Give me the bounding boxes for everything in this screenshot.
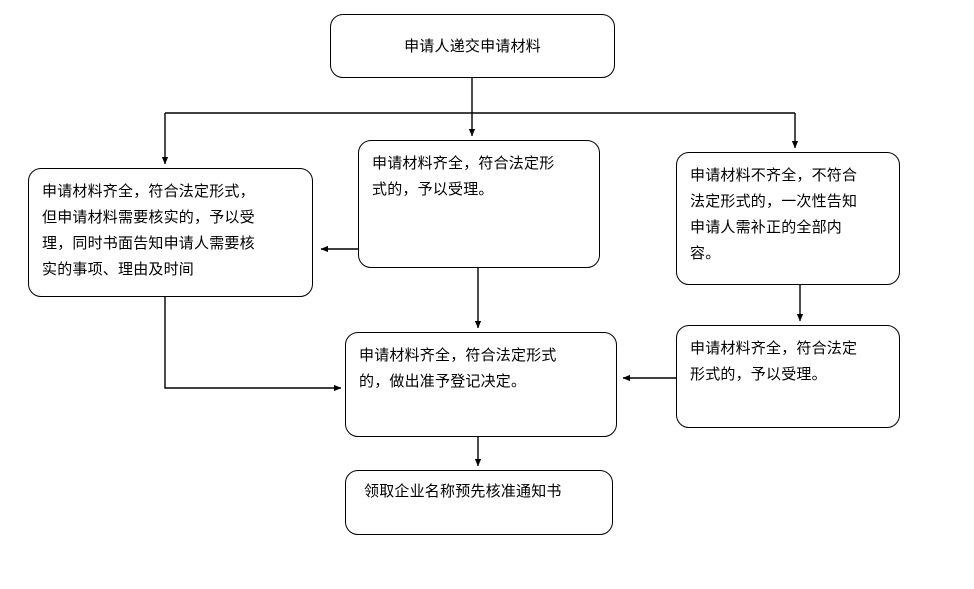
node-complete-needs-verification-label: 申请材料齐全，符合法定形式， 但申请材料需要核实的，予以受 理，同时书面告知申请… xyxy=(42,182,255,278)
node-incomplete-notify[interactable]: 申请材料不齐全，不符合 法定形式的，一次性告知 申请人需补正的全部内 容。 xyxy=(676,152,900,285)
node-complete-needs-verification[interactable]: 申请材料齐全，符合法定形式， 但申请材料需要核实的，予以受 理，同时书面告知申请… xyxy=(28,168,313,297)
node-submit-application-label: 申请人递交申请材料 xyxy=(404,37,541,55)
node-accept-complete-top[interactable]: 申请材料齐全，符合法定形 式的，予以受理。 xyxy=(358,140,600,268)
node-receive-notice-label: 领取企业名称预先核准通知书 xyxy=(364,482,562,500)
node-submit-application[interactable]: 申请人递交申请材料 xyxy=(330,14,615,78)
node-registration-decision-label: 申请材料齐全，符合法定形式 的，做出准予登记决定。 xyxy=(359,346,557,390)
edge-complete-verify-to-decision xyxy=(164,297,342,392)
node-receive-notice[interactable]: 领取企业名称预先核准通知书 xyxy=(345,470,613,535)
node-accept-complete-bottom[interactable]: 申请材料齐全，符合法定 形式的，予以受理。 xyxy=(676,325,900,428)
node-incomplete-notify-label: 申请材料不齐全，不符合 法定形式的，一次性告知 申请人需补正的全部内 容。 xyxy=(690,166,858,262)
node-registration-decision[interactable]: 申请材料齐全，符合法定形式 的，做出准予登记决定。 xyxy=(345,332,617,437)
node-accept-complete-top-label: 申请材料齐全，符合法定形 式的，予以受理。 xyxy=(372,154,555,198)
node-accept-complete-bottom-label: 申请材料齐全，符合法定 形式的，予以受理。 xyxy=(690,339,858,383)
